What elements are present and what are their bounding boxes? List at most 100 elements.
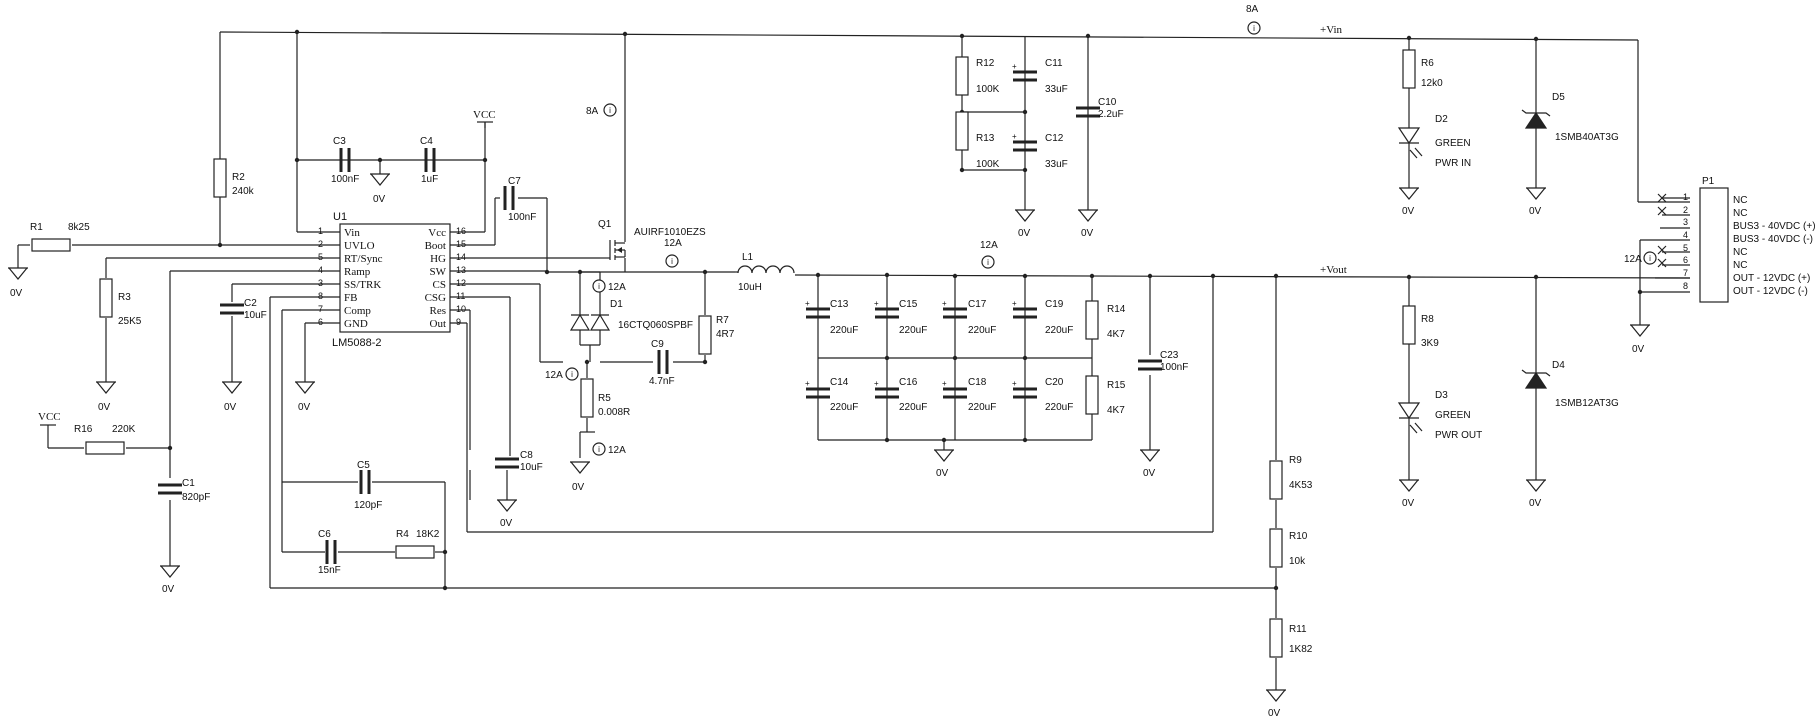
u1-pin-name: SS/TRK [344,279,381,291]
c1-ref: C1 [182,478,195,489]
c23-ref: C23 [1160,350,1179,361]
c7-capacitor[interactable]: C7 100nF [503,176,536,223]
c1-capacitor[interactable]: C1 820pF [156,478,210,503]
d3-led[interactable]: D3 GREEN PWR OUT [1397,390,1482,441]
q1-mosfet[interactable]: Q1 AUIRF1010EZS [598,219,706,260]
d1-diode[interactable]: D1 16CTQ060SPBF [569,299,693,331]
u1-pin-name: HG [430,253,446,265]
r14-resistor[interactable]: R14 4K7 [1085,300,1126,340]
c9-capacitor[interactable]: C9 4.7nF [649,339,675,387]
c17-capacitor[interactable]: C17 220uF [940,297,996,336]
c6-capacitor[interactable]: C6 15nF [318,529,341,576]
c16-capacitor[interactable]: C16 220uF [872,377,927,413]
r1-value: 8k25 [68,222,90,233]
c13-capacitor[interactable]: C13 220uF [803,297,858,336]
c13-value: 220uF [830,325,858,336]
r14-value: 4K7 [1107,329,1125,340]
u1-ref: U1 [333,211,347,223]
d4-tvs-diode[interactable]: D4 1SMB12AT3G [1521,360,1619,409]
u1-pin-name: Out [430,318,447,330]
u1-right-pins: Vcc 16 Boot 15 HG 14 SW 13 CS 12 CSG 11 … [425,226,466,330]
p1-pin-label: BUS3 - 40VDC (-) [1733,234,1813,245]
r2-resistor[interactable]: R2 240k [213,158,255,198]
c5-capacitor[interactable]: C5 120pF [354,460,382,511]
r6-resistor[interactable]: R6 12k0 [1402,49,1443,89]
u1-controller[interactable]: U1 LM5088-2 1 Vin 2 UVLO 5 RT/Sync 4 Ram… [318,211,466,349]
ground-symbols: 0V 0V 0V 0V 0V 0V 0V 0V 0V 0V 0V 0V 0V 0… [7,173,1651,719]
probe-label-sw: 12A [664,238,682,249]
p1-pin-num: 1 [1683,192,1688,202]
r7-resistor[interactable]: R7 4R7 [698,315,735,355]
gnd-label-r11: 0V [1268,708,1281,719]
c15-value: 220uF [899,325,927,336]
d1-value: 16CTQ060SPBF [618,320,693,331]
gnd-label-bank: 0V [936,468,949,479]
u1-pin-num: 5 [318,252,323,262]
gnd-label-c23: 0V [1143,468,1156,479]
c3-capacitor[interactable]: C3 100nF [331,136,359,185]
l1-inductor[interactable]: L1 10uH [735,252,795,293]
r6-ref: R6 [1421,58,1434,69]
r9-resistor[interactable]: R9 4K53 [1269,455,1313,500]
u1-pin-name: Vcc [428,227,446,239]
c20-ref: C20 [1045,377,1064,388]
p1-pin-num: 3 [1683,217,1688,227]
d4-ref: D4 [1552,360,1565,371]
gnd-label-c10: 0V [1081,228,1094,239]
d2-led[interactable]: D2 GREEN PWR IN [1397,114,1471,169]
c4-capacitor[interactable]: C4 1uF [420,136,438,185]
c18-capacitor[interactable]: C18 220uF [940,377,996,413]
r5-resistor[interactable]: R5 0.008R [580,378,630,418]
c2-ref: C2 [244,298,257,309]
u1-pin-num: 6 [318,317,323,327]
c18-ref: C18 [968,377,987,388]
c14-capacitor[interactable]: C14 220uF [803,377,858,413]
r10-resistor[interactable]: R10 10k [1269,528,1308,568]
r15-resistor[interactable]: R15 4K7 [1085,375,1126,416]
r15-ref: R15 [1107,380,1126,391]
c8-value: 10uF [520,462,543,473]
c20-capacitor[interactable]: C20 220uF [1010,377,1073,413]
r12-ref: R12 [976,58,995,69]
r11-resistor[interactable]: R11 1K82 [1269,618,1313,658]
r8-resistor[interactable]: R8 3K9 [1402,305,1439,349]
r4-resistor[interactable]: R4 18K2 [395,529,440,559]
p1-connector[interactable]: P1 1 NC 2 NC 3 BUS3 - 40VDC (+) 4 BUS3 -… [1657,176,1816,303]
c8-capacitor[interactable]: C8 10uF [493,450,543,500]
c23-capacitor[interactable]: C23 100nF [1136,350,1188,373]
r16-resistor[interactable]: R16 220K [74,424,136,455]
c4-value: 1uF [421,174,438,185]
c19-capacitor[interactable]: C19 220uF [1010,297,1073,336]
r13-resistor[interactable]: R13 100K [955,111,1000,170]
c2-capacitor[interactable]: C2 10uF [218,298,267,321]
c11-capacitor[interactable]: C11 33uF [1010,58,1068,95]
c15-capacitor[interactable]: C15 220uF [872,297,927,336]
c17-ref: C17 [968,299,987,310]
r13-value: 100K [976,159,1000,170]
d3-ref: D3 [1435,390,1448,401]
r13-ref: R13 [976,133,995,144]
r8-ref: R8 [1421,314,1434,325]
u1-pin-num: 7 [318,304,323,314]
u1-pin-name: Res [430,305,447,317]
probe-label-q1: 8A [586,106,599,117]
r12-resistor[interactable]: R12 100K [955,56,1000,96]
r6-value: 12k0 [1421,78,1443,89]
p1-pin-label: NC [1733,208,1747,219]
u1-pin-num: 10 [456,304,466,314]
r1-resistor[interactable]: R1 8k25 [30,222,90,252]
r11-value: 1K82 [1289,644,1313,655]
p1-pins: 1 NC 2 NC 3 BUS3 - 40VDC (+) 4 BUS3 - 40… [1683,192,1816,297]
c1-value: 820pF [182,492,210,503]
c10-capacitor[interactable]: C10 2.2uF [1074,97,1124,120]
d1-ref: D1 [610,299,623,310]
probe-label-rs-left: 12A [545,370,563,381]
c4-ref: C4 [420,136,433,147]
d5-tvs-diode[interactable]: D5 1SMB40AT3G [1521,92,1619,143]
p1-pin-label: NC [1733,195,1747,206]
r3-resistor[interactable]: R3 25K5 [99,278,142,327]
r2-value: 240k [232,186,255,197]
c12-capacitor[interactable]: C12 33uF [1010,130,1068,170]
c7-value: 100nF [508,212,536,223]
net-label-vin: +Vin [1320,24,1343,36]
